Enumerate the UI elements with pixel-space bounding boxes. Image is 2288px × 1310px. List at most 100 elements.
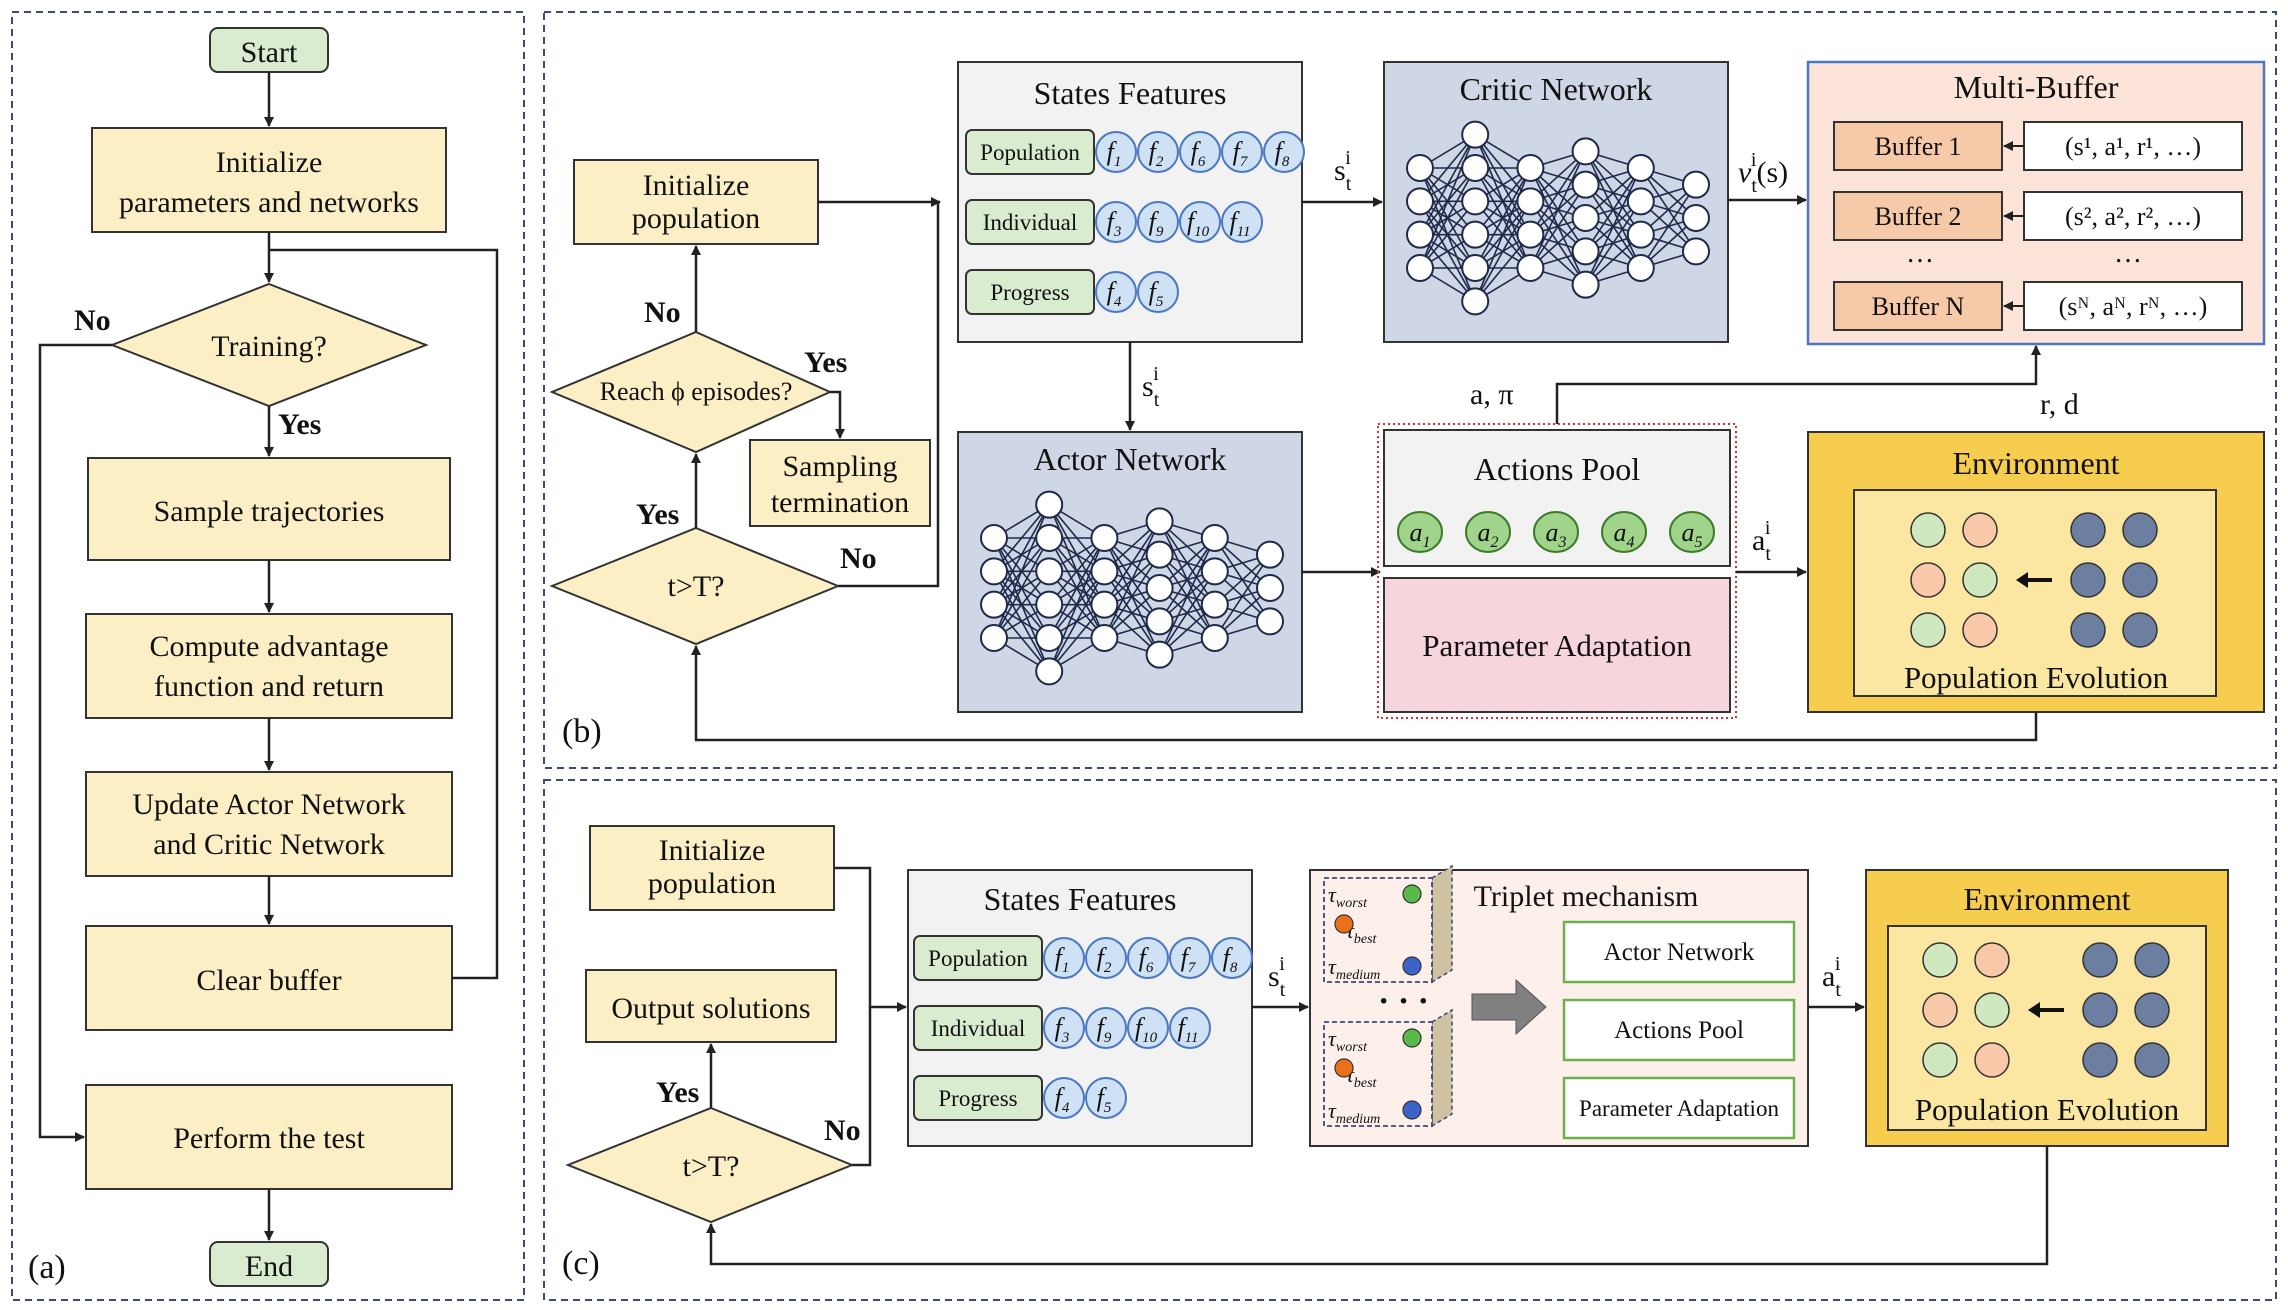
net-node [1035, 524, 1064, 552]
buffer-item: Buffer N(sᴺ, aᴺ, rᴺ, …) [1833, 281, 2243, 331]
reach-yes-label: Yes [804, 346, 847, 379]
actions-pool-title: Actions Pool [1474, 451, 1640, 487]
training-no-label: No [74, 304, 111, 337]
buffer-item: Buffer 2(s², a², r², …) [1833, 191, 2243, 241]
actor-net-graph [980, 490, 1284, 686]
init-params-line1: Initialize [216, 146, 323, 179]
b-feature-chip: f6 [1179, 131, 1221, 173]
b-feature-text: f4 [1107, 277, 1122, 310]
b-init-population-box: Initialize population [573, 159, 819, 245]
net-edge [1419, 134, 1476, 269]
tau-dot [1402, 956, 1422, 976]
move-arrow-icon [2028, 1002, 2064, 1018]
population-dot [2122, 612, 2158, 648]
c-feature-row-label: Progress [938, 1086, 1017, 1111]
population-dot [1962, 512, 1998, 548]
net-edge [993, 537, 1050, 639]
b-feature-chip: f11 [1221, 201, 1263, 243]
update-line2: and Critic Network [153, 828, 385, 861]
net-node [1571, 204, 1600, 232]
b-feature-row-label: Population [980, 140, 1080, 165]
b-tgt-yes-label: Yes [636, 498, 679, 531]
b-feature-text: f1 [1107, 137, 1122, 170]
action-chip: a3 [1533, 511, 1579, 553]
net-node [1200, 557, 1229, 586]
buffer-name: Buffer 2 [1875, 202, 1962, 231]
net-node [1626, 220, 1655, 249]
b-init-line2: population [632, 202, 760, 235]
net-node [1200, 524, 1229, 552]
b-a-env-label: ati [1752, 517, 1771, 565]
net-edge [1048, 537, 1106, 606]
c-feature-text: f4 [1055, 1083, 1070, 1116]
c-feature-chip: f4 [1043, 1077, 1085, 1119]
net-node [980, 590, 1008, 619]
net-edge [1103, 520, 1161, 606]
net-edge [1584, 167, 1642, 252]
triplet-title: Triplet mechanism [1474, 880, 1699, 913]
param-adapt-label: Parameter Adaptation [1422, 628, 1692, 663]
training-decision: Training? [109, 282, 429, 408]
reach-no-label: No [644, 296, 681, 329]
population-dot [2082, 1042, 2118, 1078]
sampling-line1: Sampling [782, 450, 897, 483]
population-dot [1962, 562, 1998, 598]
net-node [1626, 254, 1655, 282]
b-feature-text: f10 [1187, 207, 1210, 240]
b-feature-chip: f10 [1179, 201, 1221, 243]
net-node [1090, 590, 1119, 619]
reach-episodes-decision: Reach ϕ episodes? [549, 330, 833, 454]
b-r-d-label: r, d [2040, 388, 2079, 421]
triplet-item: Actions Pool [1562, 998, 1796, 1062]
net-node [1035, 590, 1064, 619]
output-solutions-label: Output solutions [611, 992, 810, 1025]
net-node [1626, 187, 1655, 216]
net-edge [1214, 554, 1271, 639]
net-node [1626, 154, 1655, 182]
output-solutions-box: Output solutions [585, 969, 837, 1043]
triplet-item: Parameter Adaptation [1562, 1076, 1796, 1140]
b-feature-chip: f7 [1221, 131, 1263, 173]
c-feature-text: f11 [1177, 1013, 1198, 1046]
c-tgt-decision: t>T? [565, 1106, 855, 1224]
c-feature-chip: f1 [1043, 937, 1085, 979]
net-node [1461, 187, 1490, 216]
action-chip: a4 [1601, 511, 1647, 553]
c-init-line2: population [648, 867, 776, 900]
net-edge [1419, 200, 1476, 269]
action-chip: a2 [1465, 511, 1511, 553]
critic-network-box: Critic Network [1383, 61, 1729, 343]
training-yes-label: Yes [278, 408, 321, 441]
triplet-item: Actor Network [1562, 920, 1796, 984]
population-dot [2070, 612, 2106, 648]
panel-b-label: (b) [562, 713, 602, 750]
population-dot [2070, 512, 2106, 548]
net-node [1406, 254, 1434, 282]
sampling-termination-box: Sampling termination [749, 439, 931, 527]
population-dot [2134, 1042, 2170, 1078]
b-feature-chip: f4 [1095, 271, 1137, 313]
b-feature-text: f3 [1107, 207, 1122, 240]
c-feature-chip: f10 [1127, 1007, 1169, 1049]
c-feature-text: f7 [1181, 943, 1197, 976]
net-node [1461, 254, 1490, 282]
c-env-caption: Population Evolution [1915, 1092, 2180, 1127]
net-node [1461, 120, 1490, 149]
net-node [1406, 187, 1434, 216]
b-a-pi-label: a, π [1470, 378, 1513, 411]
init-params-line2: parameters and networks [119, 186, 419, 219]
triplet-cube: τworstτbestτmedium [1323, 1008, 1453, 1128]
net-node [1682, 204, 1710, 232]
net-edge [1419, 134, 1476, 236]
c-st-label: sti [1268, 953, 1286, 1001]
c-init-line1: Initialize [659, 834, 766, 867]
net-node [1256, 607, 1284, 636]
tau-dot [1334, 914, 1354, 934]
net-node [1090, 624, 1119, 652]
net-edge [1584, 167, 1642, 286]
